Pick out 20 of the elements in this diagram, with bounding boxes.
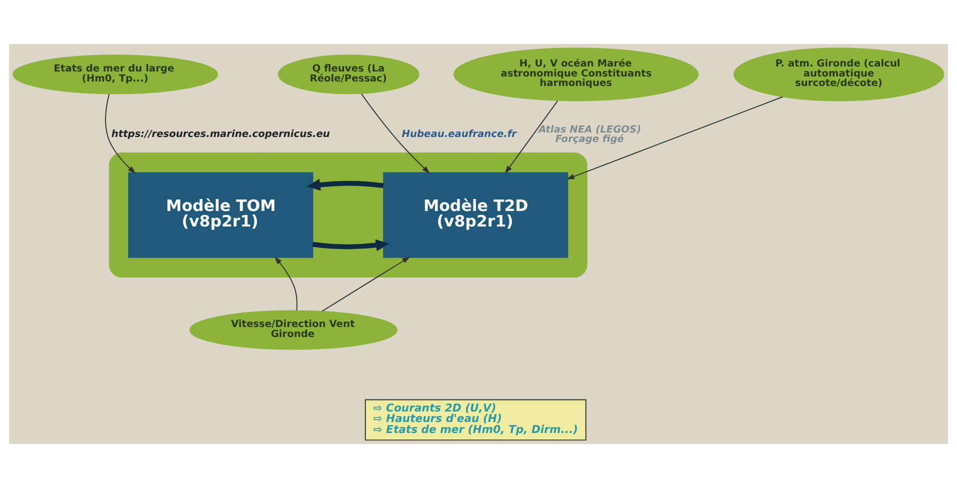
node-ellipse: Vitesse/Direction Vent Gironde: [189, 310, 398, 350]
edge-label: Hubeau.eaufrance.fr: [402, 128, 516, 140]
edge-label: https://resources.marine.copernicus.eu: [111, 128, 330, 140]
arrow: [360, 92, 430, 174]
edge-label: Atlas NEA (LEGOS) Forçage figé: [538, 124, 642, 145]
arrow: [306, 178, 384, 190]
node-ellipse: H, U, V océan Marée astronomique Constituants harmoniques: [453, 47, 699, 101]
node-box: ⇨ Courants 2D (U,V) ⇨ Hauteurs d'eau (H) ⇨ Etats de mer (Hm0, Tp, Dirm...): [364, 398, 586, 440]
cluster: [108, 152, 588, 278]
node-box: Modèle TOM (v8p2r1): [128, 172, 314, 258]
arrow: [312, 238, 390, 251]
node-ellipse: Etats de mer du large (Hm0, Tp...): [12, 54, 218, 94]
arrow: [274, 256, 298, 310]
arrow: [504, 100, 558, 174]
node-box: Modèle T2D (v8p2r1): [383, 172, 568, 258]
arrow: [566, 96, 783, 179]
arrow: [322, 256, 410, 312]
node-ellipse: Q fleuves (La Réole/Pessac): [278, 54, 420, 94]
node-ellipse: P. atm. Gironde (calcul automatique surcote/décote): [733, 47, 944, 101]
arrow: [105, 93, 136, 174]
